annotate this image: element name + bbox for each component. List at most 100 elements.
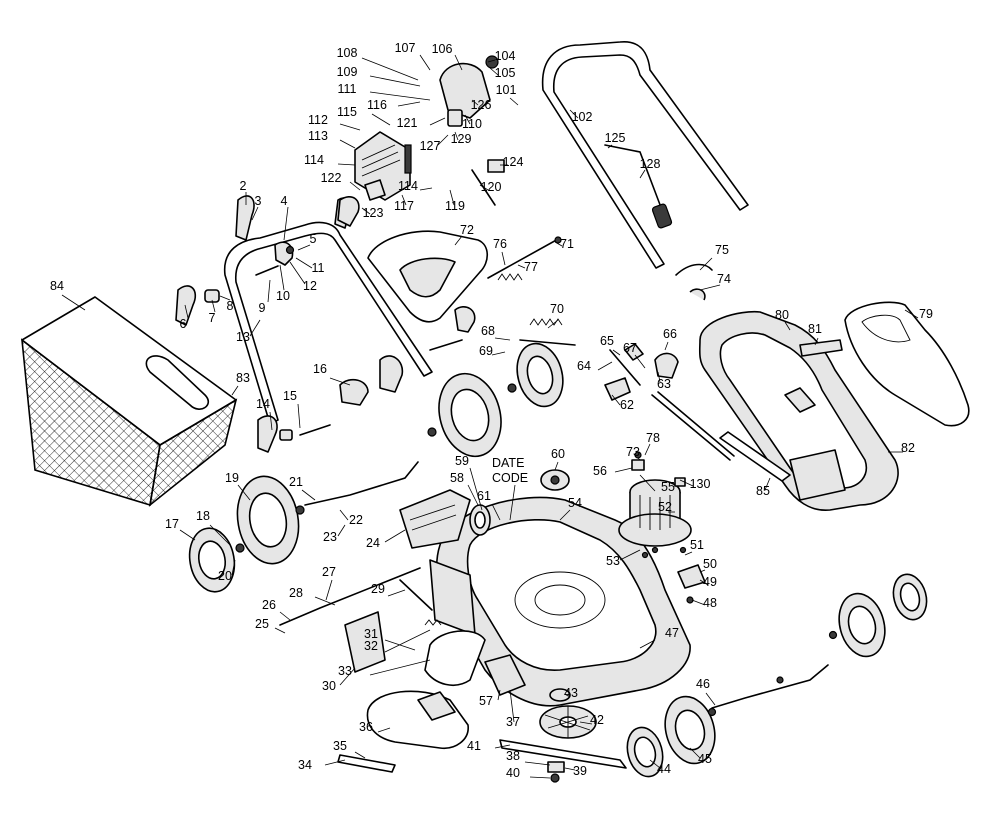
leader-line	[699, 569, 706, 573]
part-number-label: 130	[690, 477, 711, 491]
leader-line	[657, 371, 661, 383]
part-number-label: 62	[620, 398, 634, 412]
leader-line	[494, 744, 511, 749]
leader-line	[289, 261, 306, 285]
part-number-label: 61	[477, 489, 491, 503]
part-number-label: 104	[495, 49, 516, 63]
part-number-label: 106	[432, 42, 453, 56]
leader-line	[559, 509, 571, 521]
part-number-label: 22	[349, 513, 363, 527]
leader-line	[231, 559, 236, 576]
part-number-label: 116	[367, 98, 387, 112]
leader-line	[361, 57, 419, 81]
leader-line	[397, 101, 421, 107]
mulch-plug	[344, 611, 486, 686]
mower-deck	[429, 496, 691, 707]
leader-line	[339, 509, 349, 521]
leader-line	[384, 629, 431, 653]
part-number-label: 124	[503, 155, 524, 169]
part-number-label: 17	[165, 517, 179, 531]
leader-line	[369, 75, 421, 87]
part-number-label: 102	[572, 110, 593, 124]
leader-line	[211, 299, 216, 313]
date-code-line2: CODE	[492, 471, 528, 485]
leader-line	[325, 579, 333, 601]
leader-line	[209, 524, 231, 546]
part-number-label: 31	[364, 627, 378, 641]
part-number-label: 119	[445, 199, 465, 213]
part-number-label: 107	[395, 41, 416, 55]
part-number-label: 70	[550, 302, 564, 316]
part-number-label: 81	[808, 322, 822, 336]
part-number-label: 27	[322, 565, 336, 579]
leader-line	[644, 443, 651, 456]
part-number-label: 45	[698, 752, 712, 766]
leader-line	[705, 692, 716, 706]
leader-line	[179, 529, 196, 541]
part-number-label: 123	[363, 206, 384, 220]
part-number-label: 53	[606, 554, 620, 568]
part-number-label: 75	[715, 243, 729, 257]
part-number-label: 33	[338, 664, 352, 678]
rod-85	[719, 431, 791, 482]
leader-line	[467, 484, 479, 506]
leader-line	[337, 163, 356, 166]
part-number-label: 39	[573, 764, 587, 778]
motor-parts	[469, 469, 692, 547]
leader-line	[401, 194, 407, 206]
part-number-label: 24	[366, 536, 380, 550]
leader-line	[283, 206, 289, 241]
leader-line	[297, 244, 311, 251]
leader-line	[649, 759, 661, 769]
leader-line	[361, 207, 371, 215]
leader-line	[219, 295, 231, 301]
part-number-label: 8	[227, 299, 234, 313]
part-number-label: 63	[657, 377, 671, 391]
part-number-label: 20	[218, 569, 232, 583]
part-number-label: 69	[479, 344, 493, 358]
part-number-label: 110	[462, 117, 482, 131]
leader-line	[814, 337, 819, 346]
leader-line	[295, 257, 313, 269]
part-number-label: 121	[397, 116, 418, 130]
part-number-label: 65	[600, 334, 614, 348]
leader-line	[454, 131, 459, 141]
leader-line	[699, 579, 709, 586]
part-number-label: 9	[259, 301, 266, 315]
part-number-label: 76	[493, 237, 507, 251]
leader-line	[329, 377, 351, 386]
rear-wheel-upper	[427, 342, 564, 458]
leader-line	[454, 54, 463, 71]
leader-line	[267, 279, 271, 303]
leader-line	[269, 411, 273, 431]
rear-flap	[379, 355, 404, 393]
part-number-label: 16	[313, 362, 327, 376]
leader-line	[494, 337, 511, 341]
part-number-label: 126	[471, 98, 492, 112]
lever-rod	[651, 391, 735, 461]
grass-catcher	[21, 296, 238, 507]
leader-line	[554, 461, 559, 471]
part-number-label: 5	[310, 232, 317, 246]
leader-line	[297, 403, 301, 429]
part-number-label: 23	[323, 530, 337, 544]
part-number-label: 46	[696, 677, 710, 691]
part-number-label: 60	[551, 447, 565, 461]
part-number-label: 2	[240, 179, 247, 193]
leader-line	[904, 309, 919, 319]
front-axle-right	[711, 664, 829, 709]
part-number-label: 129	[451, 132, 472, 146]
leader-line	[454, 235, 463, 246]
leader-line	[639, 474, 656, 492]
part-number-label: 51	[690, 538, 704, 552]
part-number-label: 101	[496, 83, 517, 97]
part-number-label: 111	[337, 82, 356, 96]
part-number-label: 15	[283, 389, 297, 403]
part-number-label: 32	[364, 639, 378, 653]
leader-line	[419, 54, 431, 71]
part-number-label: 54	[568, 496, 582, 510]
leader-line	[419, 187, 433, 191]
part-number-label: 71	[560, 237, 574, 251]
leader-line	[679, 479, 694, 487]
part-number-label: 77	[524, 260, 538, 274]
